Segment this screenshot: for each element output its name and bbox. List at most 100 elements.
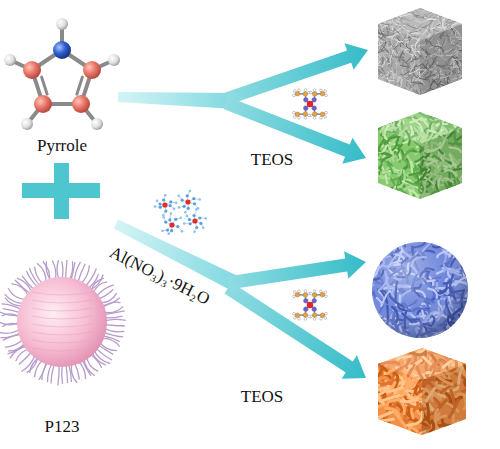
oxygen-atom [303, 97, 308, 102]
pore-texture [407, 77, 412, 88]
pore-texture [435, 336, 444, 339]
pore-texture [451, 17, 462, 20]
hydrogen-atom [308, 315, 311, 318]
pore-texture [398, 88, 401, 91]
pore-texture [392, 86, 395, 98]
pore-texture [378, 140, 384, 150]
pore-texture [448, 10, 452, 16]
pore-texture [395, 39, 405, 43]
pore-texture [382, 248, 389, 252]
carbon-atom [295, 292, 300, 297]
hydrogen-atom [310, 91, 313, 94]
pore-texture [385, 77, 392, 79]
pore-texture [410, 49, 411, 53]
face-shading [422, 364, 466, 435]
pore-texture [420, 4, 421, 9]
pore-texture [394, 45, 398, 49]
pore-texture [388, 113, 393, 122]
pore-texture [379, 84, 385, 93]
cluster-atom [170, 212, 173, 215]
pore-texture-group [358, 234, 477, 352]
pore-texture [396, 336, 407, 337]
pore-texture [411, 162, 412, 173]
pore-texture [398, 343, 403, 351]
pore-texture [381, 354, 395, 358]
carbon-atom [72, 95, 90, 113]
pore-texture [382, 17, 386, 19]
grey-carbon-block [368, 0, 471, 104]
cluster-atom [164, 194, 167, 197]
pore-texture [370, 433, 379, 442]
pore-texture [406, 75, 412, 79]
pore-texture [391, 44, 396, 48]
pore-texture [400, 71, 409, 75]
cluster-atom [198, 216, 201, 219]
polymer-chain [5, 339, 24, 347]
cluster-atom [199, 222, 202, 225]
pore-texture [375, 65, 380, 74]
pore-texture [392, 39, 393, 45]
pore-texture [440, 7, 448, 14]
carbon-atom [303, 92, 308, 97]
oxygen-atom [312, 307, 317, 312]
cluster-atom [173, 208, 176, 211]
cluster-atom [193, 202, 196, 205]
pore-texture [376, 54, 381, 57]
pore-texture [412, 195, 414, 210]
pore-texture [375, 251, 381, 264]
carbon-atom [303, 313, 308, 318]
pore-texture [378, 65, 383, 66]
pore-texture [380, 81, 385, 85]
pore-texture [369, 332, 380, 350]
pore-texture [373, 68, 382, 74]
pore-texture [387, 78, 390, 83]
pore-texture [458, 83, 461, 88]
pore-texture [403, 398, 417, 401]
cluster-atom [166, 228, 169, 231]
pore-texture [450, 347, 454, 356]
pore-texture [362, 153, 379, 157]
cluster-atom [177, 194, 180, 197]
pore-texture [442, 88, 444, 94]
carbon-atom [295, 313, 300, 318]
cluster-atom [195, 208, 198, 211]
pore-texture [454, 17, 456, 21]
pore-texture [378, 114, 388, 121]
pore-texture [463, 355, 465, 362]
pore-texture [449, 86, 455, 89]
pore-texture [377, 194, 388, 197]
teos-molecule [293, 89, 328, 119]
pore-texture [395, 56, 403, 57]
label: Pyrrole [37, 136, 87, 156]
carbon-atom [295, 112, 300, 117]
pore-texture [449, 340, 453, 351]
cluster-atom [156, 199, 159, 202]
pore-texture [371, 109, 379, 115]
pore-texture [383, 171, 390, 175]
aluminium-atom [185, 199, 190, 204]
hydrogen-atom [325, 312, 328, 315]
pore-texture [390, 15, 393, 18]
pore-texture [375, 84, 379, 91]
hydrogen-atom [304, 290, 307, 293]
pore-texture [467, 324, 476, 326]
pore-texture [368, 86, 379, 89]
hydrogen-atom [293, 295, 296, 298]
plus-sign [54, 163, 69, 219]
pore-texture-group [362, 96, 476, 210]
pore-texture [401, 5, 404, 12]
pore-texture [388, 196, 396, 205]
pore-texture [368, 328, 380, 332]
cluster-atom [176, 225, 179, 228]
aluminium-atom [192, 218, 197, 223]
polymer-chain [104, 328, 125, 332]
carbon-atom [320, 313, 325, 318]
pore-texture [457, 248, 467, 255]
pore-texture [411, 65, 413, 71]
cluster-atom [178, 206, 181, 209]
pore-texture [389, 51, 390, 56]
cluster-atom [183, 222, 186, 225]
micelle-shading [32, 332, 92, 335]
pore-texture [384, 61, 385, 65]
sphere-shading [372, 242, 468, 338]
